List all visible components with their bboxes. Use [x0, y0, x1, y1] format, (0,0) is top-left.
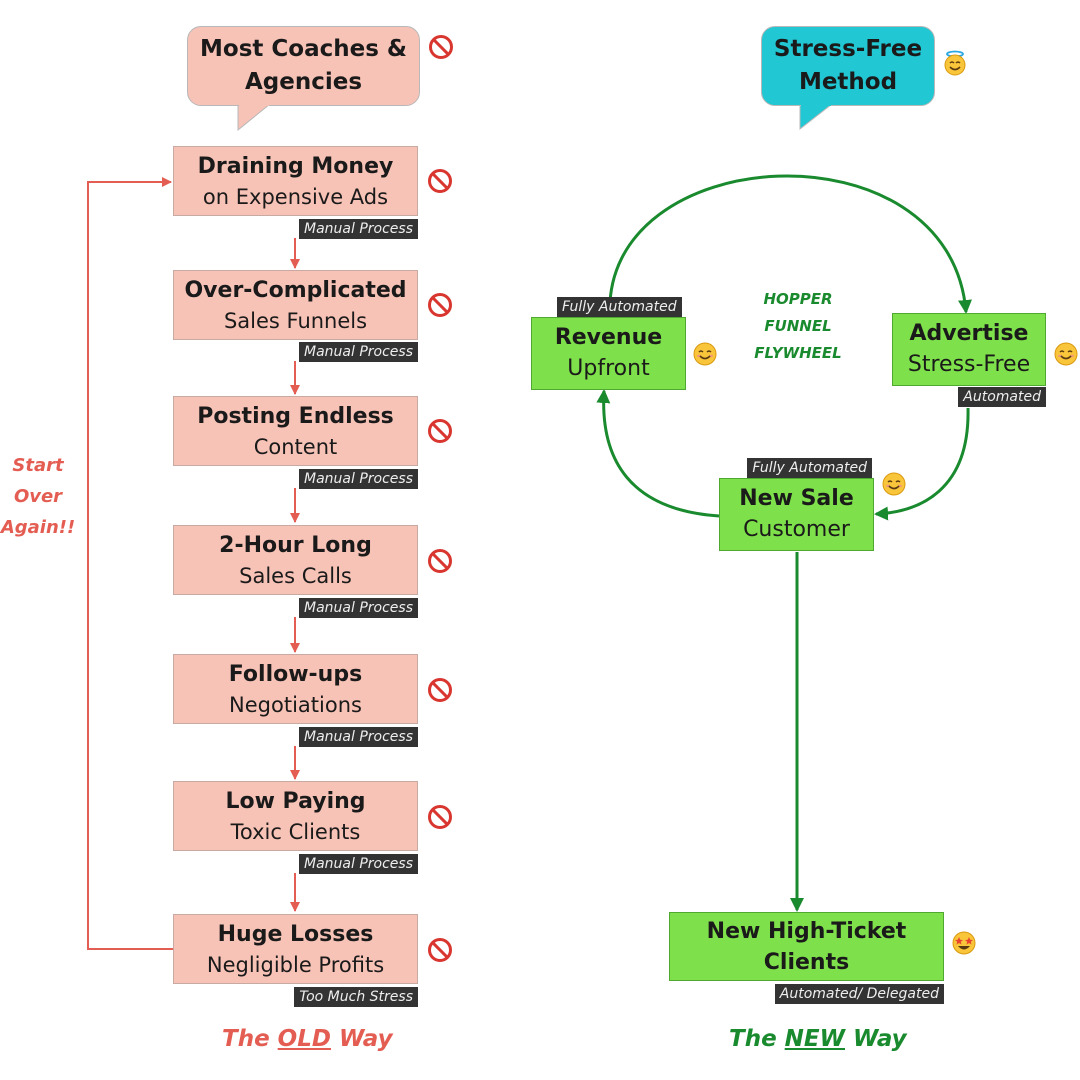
- old-step-title: Huge Losses: [217, 922, 374, 947]
- old-step-title: Follow-ups: [228, 662, 363, 687]
- old-bubble-seam: [239, 103, 269, 106]
- old-step-posting-content: Posting Endless Content: [173, 396, 418, 466]
- old-footer-post: Way: [330, 1026, 393, 1052]
- old-step-sales-calls: 2-Hour Long Sales Calls: [173, 525, 418, 595]
- old-step-tag: Manual Process: [299, 469, 418, 489]
- old-step-subtitle: Content: [253, 435, 338, 459]
- old-step-tag: Manual Process: [299, 727, 418, 747]
- new-header-line-2: Method: [798, 69, 898, 95]
- prohibited-icon: [428, 169, 452, 193]
- revenue-title: Revenue: [554, 325, 663, 350]
- advertise-subtitle: Stress-Free: [907, 352, 1031, 377]
- new-sale-tag: Fully Automated: [747, 458, 872, 478]
- high-ticket-clients-box: New High-Ticket Clients: [669, 912, 944, 981]
- start-over-line-2: Over: [13, 486, 63, 507]
- old-step-tag: Manual Process: [299, 219, 418, 239]
- hopper-funnel-flywheel-label: HOPPER FUNNEL FLYWHEEL: [728, 286, 868, 367]
- prohibited-icon: [428, 678, 452, 702]
- center-label-line-1: HOPPER: [763, 290, 833, 308]
- advertise-title: Advertise: [909, 321, 1029, 346]
- new-footer-emph: NEW: [784, 1026, 846, 1052]
- old-step-subtitle: Sales Calls: [239, 564, 352, 588]
- old-footer-emph: OLD: [277, 1026, 331, 1052]
- center-label-line-3: FLYWHEEL: [754, 344, 842, 362]
- new-flow-arrows: [596, 174, 972, 912]
- advertise-box: Advertise Stress-Free: [892, 313, 1046, 386]
- prohibited-icon: [428, 938, 452, 962]
- old-bubble-tail: [237, 103, 272, 132]
- new-sale-box: New Sale Customer: [719, 478, 874, 551]
- star-struck-face-icon: [952, 931, 976, 955]
- new-sale-title: New Sale: [739, 486, 854, 511]
- old-way-header-bubble: Most Coaches & Agencies: [187, 26, 420, 106]
- start-over-label: Start Over Again!!: [0, 450, 76, 543]
- halo-face-icon: [944, 50, 966, 76]
- start-over-line-3: Again!!: [0, 517, 76, 538]
- prohibited-icon: [428, 293, 452, 317]
- old-step-tag: Manual Process: [299, 854, 418, 874]
- new-header-line-1: Stress-Free: [773, 36, 923, 62]
- new-footer-pre: The: [729, 1026, 785, 1052]
- old-step-tag: Manual Process: [299, 342, 418, 362]
- old-header-line-2: Agencies: [244, 69, 363, 95]
- old-step-title: Low Paying: [225, 789, 366, 814]
- old-step-follow-ups: Follow-ups Negotiations: [173, 654, 418, 724]
- arrow-advertise-to-newsale: [874, 407, 970, 521]
- smiling-face-icon: [1054, 342, 1078, 366]
- old-step-subtitle: Sales Funnels: [223, 309, 368, 333]
- prohibited-icon: [428, 805, 452, 829]
- clients-tag: Automated/ Delegated: [774, 984, 944, 1004]
- old-step-tag: Too Much Stress: [294, 987, 418, 1007]
- old-loop-arrow: [87, 177, 173, 950]
- arrow-newsale-to-revenue: [596, 389, 720, 518]
- revenue-tag: Fully Automated: [557, 297, 682, 317]
- old-footer-pre: The: [222, 1026, 278, 1052]
- old-way-footer: The OLD Way: [222, 1026, 393, 1052]
- new-bubble-seam: [801, 103, 831, 106]
- new-way-header-bubble: Stress-Free Method: [761, 26, 935, 106]
- prohibited-icon: [428, 549, 452, 573]
- old-step-title: 2-Hour Long: [219, 533, 372, 558]
- arrow-revenue-to-advertise: [608, 174, 972, 318]
- old-step-subtitle: on Expensive Ads: [202, 185, 389, 209]
- revenue-box: Revenue Upfront: [531, 317, 686, 390]
- old-step-subtitle: Negotiations: [229, 693, 362, 717]
- old-step-subtitle: Negligible Profits: [206, 953, 385, 977]
- prohibited-icon: [428, 419, 452, 443]
- old-step-subtitle: Toxic Clients: [230, 820, 361, 844]
- new-sale-subtitle: Customer: [743, 517, 850, 542]
- old-step-title: Over-Complicated: [184, 278, 407, 303]
- prohibited-icon: [429, 35, 453, 59]
- advertise-tag: Automated: [958, 387, 1046, 407]
- new-way-footer: The NEW Way: [729, 1026, 907, 1052]
- clients-subtitle: Clients: [763, 950, 850, 975]
- smiling-face-icon: [882, 472, 906, 496]
- old-step-over-complicated: Over-Complicated Sales Funnels: [173, 270, 418, 340]
- clients-title: New High-Ticket: [706, 919, 907, 944]
- old-step-low-paying: Low Paying Toxic Clients: [173, 781, 418, 851]
- revenue-subtitle: Upfront: [567, 356, 650, 381]
- new-footer-post: Way: [845, 1026, 907, 1052]
- old-step-draining-money: Draining Money on Expensive Ads: [173, 146, 418, 216]
- center-label-line-2: FUNNEL: [764, 317, 832, 335]
- old-step-title: Posting Endless: [197, 404, 394, 429]
- old-step-title: Draining Money: [197, 154, 394, 179]
- old-step-huge-losses: Huge Losses Negligible Profits: [173, 914, 418, 984]
- old-step-tag: Manual Process: [299, 598, 418, 618]
- new-bubble-tail: [799, 103, 834, 131]
- smiling-face-icon: [693, 342, 717, 366]
- start-over-line-1: Start: [12, 455, 64, 476]
- old-header-line-1: Most Coaches &: [200, 36, 407, 62]
- old-flow-arrows: [87, 177, 300, 950]
